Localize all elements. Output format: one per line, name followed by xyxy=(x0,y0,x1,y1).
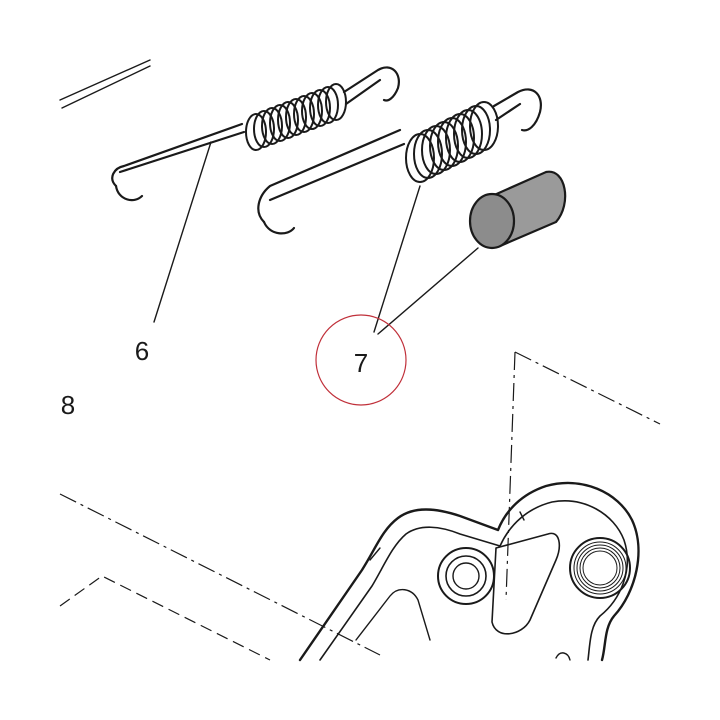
bracket-housing xyxy=(298,481,640,662)
spring-6 xyxy=(111,66,400,202)
spring-7 xyxy=(257,88,542,235)
spring-6-coil xyxy=(245,83,347,151)
leader-7-spring xyxy=(373,185,421,333)
highlight-circle xyxy=(315,314,407,406)
callout-6: 6 xyxy=(135,336,149,366)
part-edge-fragment xyxy=(59,59,151,109)
threaded-bore xyxy=(569,537,631,599)
callout-7: 7 xyxy=(354,348,368,378)
boss-left xyxy=(437,547,495,605)
assembly-centerlines xyxy=(59,351,661,661)
leader-6 xyxy=(153,141,212,323)
spring-7-coil xyxy=(405,101,499,183)
leader-7-bushing xyxy=(377,247,479,335)
callout-8: 8 xyxy=(61,390,75,420)
bushing-7 xyxy=(468,170,567,250)
leader-lines xyxy=(153,141,479,335)
